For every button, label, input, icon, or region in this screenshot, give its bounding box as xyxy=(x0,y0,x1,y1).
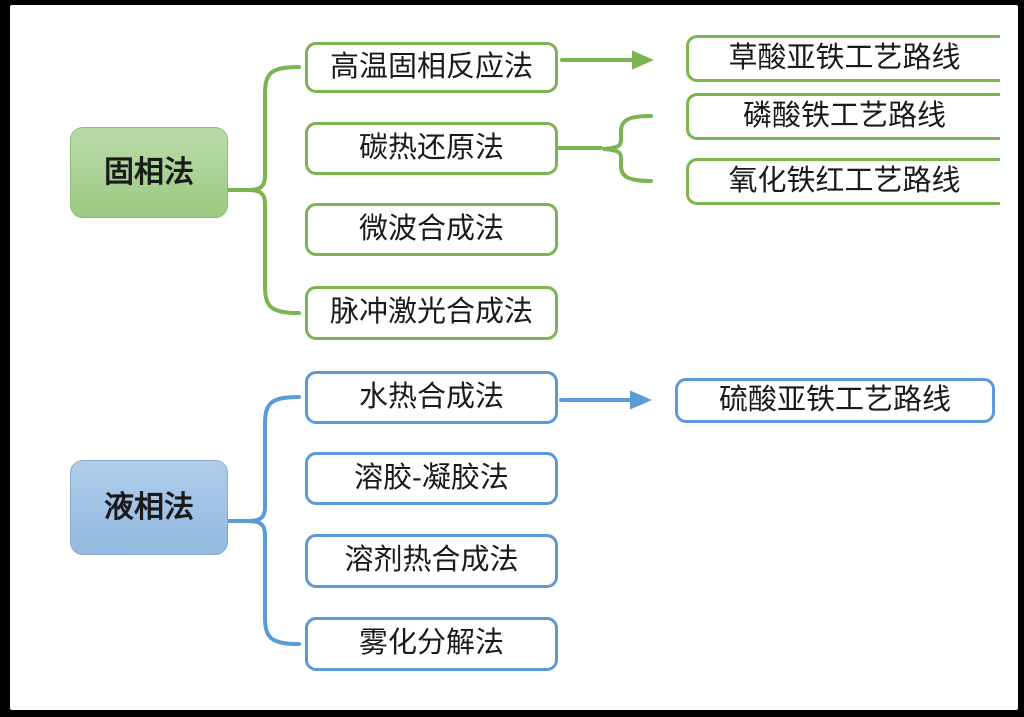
node-label: 溶剂热合成法 xyxy=(344,544,519,577)
node-label: 硫酸亚铁工艺路线 xyxy=(718,383,951,416)
carbothermal-brace xyxy=(602,114,653,183)
node-iron-oxide-red-route: 氧化铁红工艺路线 xyxy=(686,158,1000,205)
node-sol-gel: 溶胶-凝胶法 xyxy=(305,452,558,505)
node-carbothermal-reduction: 碳热还原法 xyxy=(305,122,558,175)
node-label: 雾化分解法 xyxy=(358,627,504,660)
node-label: 水热合成法 xyxy=(358,380,504,413)
node-label: 微波合成法 xyxy=(358,212,504,245)
solid-phase-brace xyxy=(247,65,301,315)
blue-arrow-icon xyxy=(630,390,652,410)
liquid-phase-brace xyxy=(247,395,301,646)
node-hydrothermal-synthesis: 水热合成法 xyxy=(305,371,558,424)
node-label: 固相法 xyxy=(104,156,194,189)
node-label: 脉冲激光合成法 xyxy=(329,296,533,329)
node-label: 磷酸铁工艺路线 xyxy=(742,99,946,132)
node-solvothermal-synthesis: 溶剂热合成法 xyxy=(305,534,558,588)
node-atomization-decomposition: 雾化分解法 xyxy=(305,617,558,671)
node-label: 溶胶-凝胶法 xyxy=(354,461,509,494)
node-pulsed-laser-synthesis: 脉冲激光合成法 xyxy=(305,286,558,340)
connector-layer xyxy=(226,50,654,646)
node-liquid-phase-root: 液相法 xyxy=(70,460,228,555)
node-label: 碳热还原法 xyxy=(358,131,504,164)
green-arrow-icon xyxy=(632,50,654,70)
diagram-canvas: 固相法 液相法 高温固相反应法 碳热还原法 微波合成法 脉冲激光合成法 草酸亚铁… xyxy=(10,5,1018,710)
node-label: 液相法 xyxy=(104,491,194,524)
node-iron-phosphate-route: 磷酸铁工艺路线 xyxy=(686,93,1000,140)
node-high-temp-solid-reaction: 高温固相反应法 xyxy=(305,42,558,93)
node-label: 高温固相反应法 xyxy=(329,50,533,83)
node-ferrous-sulfate-route: 硫酸亚铁工艺路线 xyxy=(675,378,995,423)
node-label: 草酸亚铁工艺路线 xyxy=(728,41,961,74)
node-ferrous-oxalate-route: 草酸亚铁工艺路线 xyxy=(686,35,1000,82)
node-label: 氧化铁红工艺路线 xyxy=(728,164,961,197)
node-microwave-synthesis: 微波合成法 xyxy=(305,203,558,256)
node-solid-phase-root: 固相法 xyxy=(70,127,228,218)
